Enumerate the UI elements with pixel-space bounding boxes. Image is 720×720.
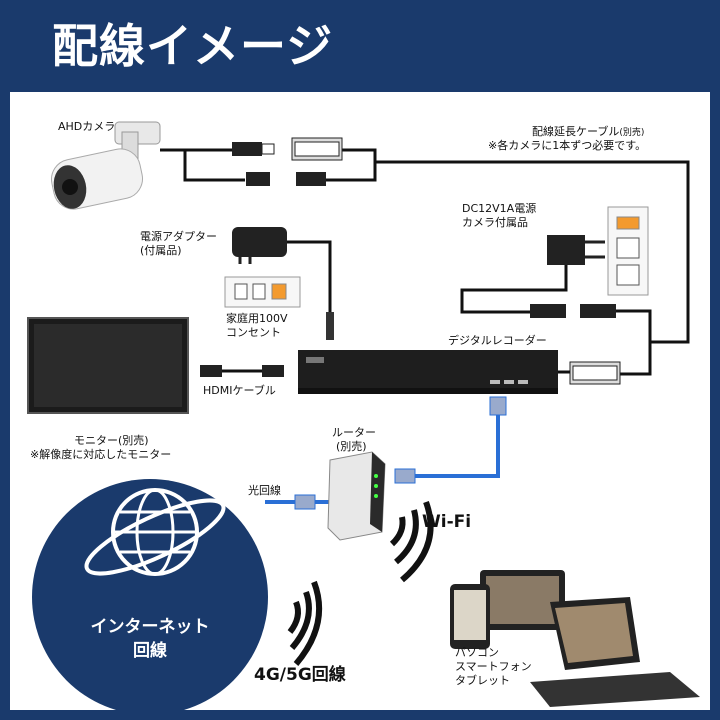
dc-power-adapter	[460, 235, 652, 342]
devices-label-2: スマートフォン	[455, 660, 532, 673]
extension-cable-title: 配線延長ケーブル	[532, 125, 620, 138]
mobile-label: 4G/5G回線	[254, 665, 346, 685]
extension-cable	[160, 148, 690, 376]
home-outlet	[224, 276, 301, 308]
wall-outlet-right	[607, 206, 649, 296]
dc-power-label-1: DC12V1A電源	[462, 202, 537, 215]
router-label-2: (別売)	[336, 440, 367, 453]
wifi-waves-icon	[389, 500, 434, 583]
ahd-camera-icon	[51, 121, 161, 210]
digital-recorder	[298, 350, 558, 394]
monitor-label-1: モニター(別売)	[74, 434, 149, 447]
extension-cable-note2: ※各カメラに1本ずつ必要です。	[488, 139, 647, 152]
home-outlet-label-1: 家庭用100V	[226, 312, 288, 325]
extension-cable-label: 配線延長ケーブル(別売)	[532, 125, 644, 140]
wifi-label: Wi-Fi	[422, 512, 472, 532]
recorder-power-adapter	[232, 227, 334, 340]
fiber-label: 光回線	[248, 484, 281, 497]
power-adapter-label: 電源アダプター	[140, 230, 217, 243]
extension-connectors	[232, 137, 343, 186]
router-label-1: ルーター	[332, 426, 376, 439]
hdmi-cable-label: HDMIケーブル	[203, 384, 276, 397]
recorder-bnc-connector	[558, 361, 621, 385]
hdmi-cable	[200, 365, 284, 377]
wiring-drawing	[27, 121, 700, 710]
power-adapter-note: (付属品)	[140, 244, 182, 257]
extension-cable-note: (別売)	[619, 128, 645, 138]
wiring-panel: AHDカメラ 配線延長ケーブル(別売) ※各カメラに1本ずつ必要です。 DC12…	[10, 92, 710, 710]
recorder-label: デジタルレコーダー	[448, 334, 547, 347]
internet-label-2: 回線	[133, 641, 167, 661]
devices-label-1: パソコン	[455, 646, 499, 659]
devices-label-3: タブレット	[455, 674, 510, 687]
internet-label-1: インターネット	[90, 617, 210, 637]
monitor-label-2: ※解像度に対応したモニター	[30, 448, 172, 461]
dc-power-label-2: カメラ付属品	[462, 216, 528, 229]
router-icon	[327, 451, 386, 541]
page-title: 配線イメージ	[52, 19, 334, 73]
home-outlet-label-2: コンセント	[226, 326, 281, 339]
mobile-waves-icon	[287, 580, 323, 666]
monitor-icon	[27, 317, 189, 414]
camera-label: AHDカメラ	[58, 120, 116, 133]
internet-globe	[32, 479, 268, 710]
devices-icon	[450, 570, 700, 707]
